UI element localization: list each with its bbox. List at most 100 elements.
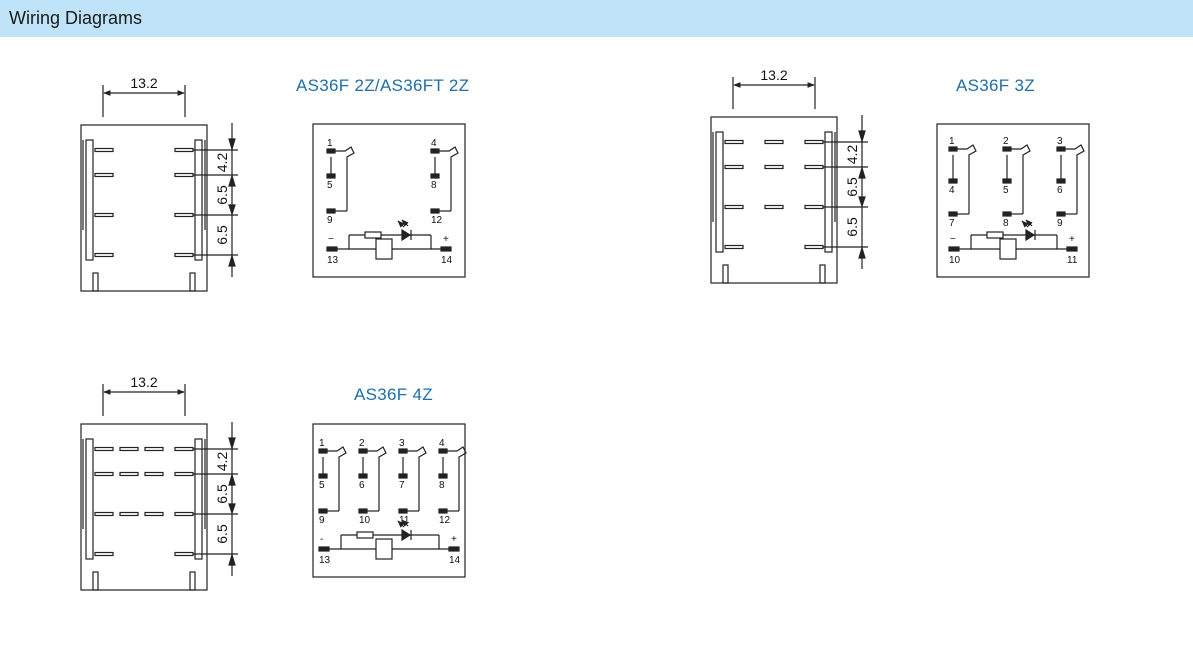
pin: [764, 164, 784, 170]
arrow-head: [858, 196, 866, 208]
terminal-pad: [326, 148, 336, 154]
terminal-label: 8: [431, 180, 437, 191]
terminal-label: 2: [359, 438, 365, 449]
contact-arm: [407, 446, 427, 511]
terminal-label: 8: [1003, 218, 1009, 229]
coil-minus-label: 13: [319, 555, 331, 566]
terminal-label: 4: [439, 438, 445, 449]
coil-symbol: [375, 238, 393, 260]
terminal-pad: [948, 146, 958, 152]
pin: [94, 511, 114, 517]
led-symbol: [401, 228, 412, 242]
relay-body: [80, 124, 208, 292]
resistor-symbol: [356, 531, 374, 539]
terminal-pad: [1002, 146, 1012, 152]
contact-arm: [367, 446, 387, 511]
pin: [804, 139, 824, 145]
resistor-symbol: [986, 231, 1004, 239]
terminal-pad: [1056, 211, 1066, 217]
dim-pitch-label: 4.2: [214, 452, 230, 472]
arrow-head: [228, 472, 236, 486]
pin: [724, 244, 744, 250]
relay-body: [710, 116, 838, 284]
terminal-label: 3: [399, 438, 405, 449]
right-rail: [194, 139, 203, 261]
terminal-pad: [430, 208, 440, 214]
pin: [804, 204, 824, 210]
relay-outline-2z: 13.24.26.56.5: [80, 75, 238, 292]
terminal-label: 3: [1057, 136, 1063, 147]
pin: [174, 446, 194, 452]
foot-left: [92, 571, 99, 591]
model-title-2z: AS36F 2Z/AS36FT 2Z: [296, 76, 470, 95]
section-header: Wiring Diagrams: [0, 0, 1193, 37]
pin: [764, 139, 784, 145]
terminal-label: 5: [327, 180, 333, 191]
coil-minus-sign: −: [950, 234, 956, 245]
right-rail: [824, 131, 833, 253]
coil-plus-label: 14: [449, 555, 461, 566]
coil-terminal-minus: [948, 246, 960, 252]
resistor-symbol: [364, 231, 382, 239]
terminal-label: 9: [1057, 218, 1063, 229]
terminal-label: 12: [439, 515, 451, 526]
contact-arm: [1011, 144, 1031, 214]
model-title-3z: AS36F 3Z: [956, 76, 1035, 95]
pin: [724, 164, 744, 170]
terminal-pad: [358, 448, 368, 454]
led-ray: [401, 519, 409, 527]
coil-plus-label: 11: [1067, 255, 1078, 266]
led-symbol: [401, 528, 412, 542]
pin: [144, 471, 164, 477]
dim-width-label: 13.2: [130, 374, 157, 390]
contact-arm: [335, 146, 355, 211]
pin: [94, 471, 114, 477]
coil-plus-label: 14: [441, 255, 453, 266]
model-title-4z: AS36F 4Z: [354, 385, 433, 404]
terminal-pad: [318, 508, 328, 514]
terminal-pad: [438, 448, 448, 454]
pin: [94, 551, 114, 557]
section-title: Wiring Diagrams: [9, 8, 143, 28]
dim-pitch-label: 4.2: [214, 153, 230, 173]
pin: [174, 172, 194, 178]
dim-pitch-label: 6.5: [844, 177, 860, 197]
coil-terminal-plus: [448, 546, 460, 552]
led-ray: [1025, 219, 1033, 227]
foot-right: [189, 571, 196, 591]
foot-left: [722, 264, 729, 284]
dim-width-label: 13.2: [760, 67, 787, 83]
contact-arm: [439, 146, 459, 211]
terminal-label: 1: [327, 138, 333, 149]
pin: [174, 252, 194, 258]
led-ray: [401, 219, 409, 227]
coil-terminal-plus: [1066, 246, 1078, 252]
coil-minus-sign: -: [320, 534, 323, 545]
pin: [804, 244, 824, 250]
coil-terminal-minus: [326, 246, 338, 252]
contact-arm: [327, 446, 347, 511]
terminal-pad: [430, 148, 440, 154]
pin: [724, 139, 744, 145]
terminal-label: 12: [431, 215, 443, 226]
terminal-pad: [948, 211, 958, 217]
pin: [119, 511, 139, 517]
arrow-head: [858, 130, 866, 144]
terminal-label: 1: [319, 438, 325, 449]
arrow-head: [228, 138, 236, 152]
terminal-label: 6: [1057, 185, 1063, 196]
terminal-label: 9: [319, 515, 325, 526]
terminal-label: 10: [359, 515, 371, 526]
schematic-frame: [312, 423, 466, 578]
terminal-pad: [318, 448, 328, 454]
terminal-pad: [326, 208, 336, 214]
coil-minus-label: 13: [327, 255, 339, 266]
pin: [804, 164, 824, 170]
arrow-head: [228, 552, 236, 566]
terminal-pad: [398, 508, 408, 514]
arrow-head: [228, 503, 236, 515]
coil-plus-sign: +: [443, 234, 449, 245]
arrow-head: [858, 165, 866, 179]
